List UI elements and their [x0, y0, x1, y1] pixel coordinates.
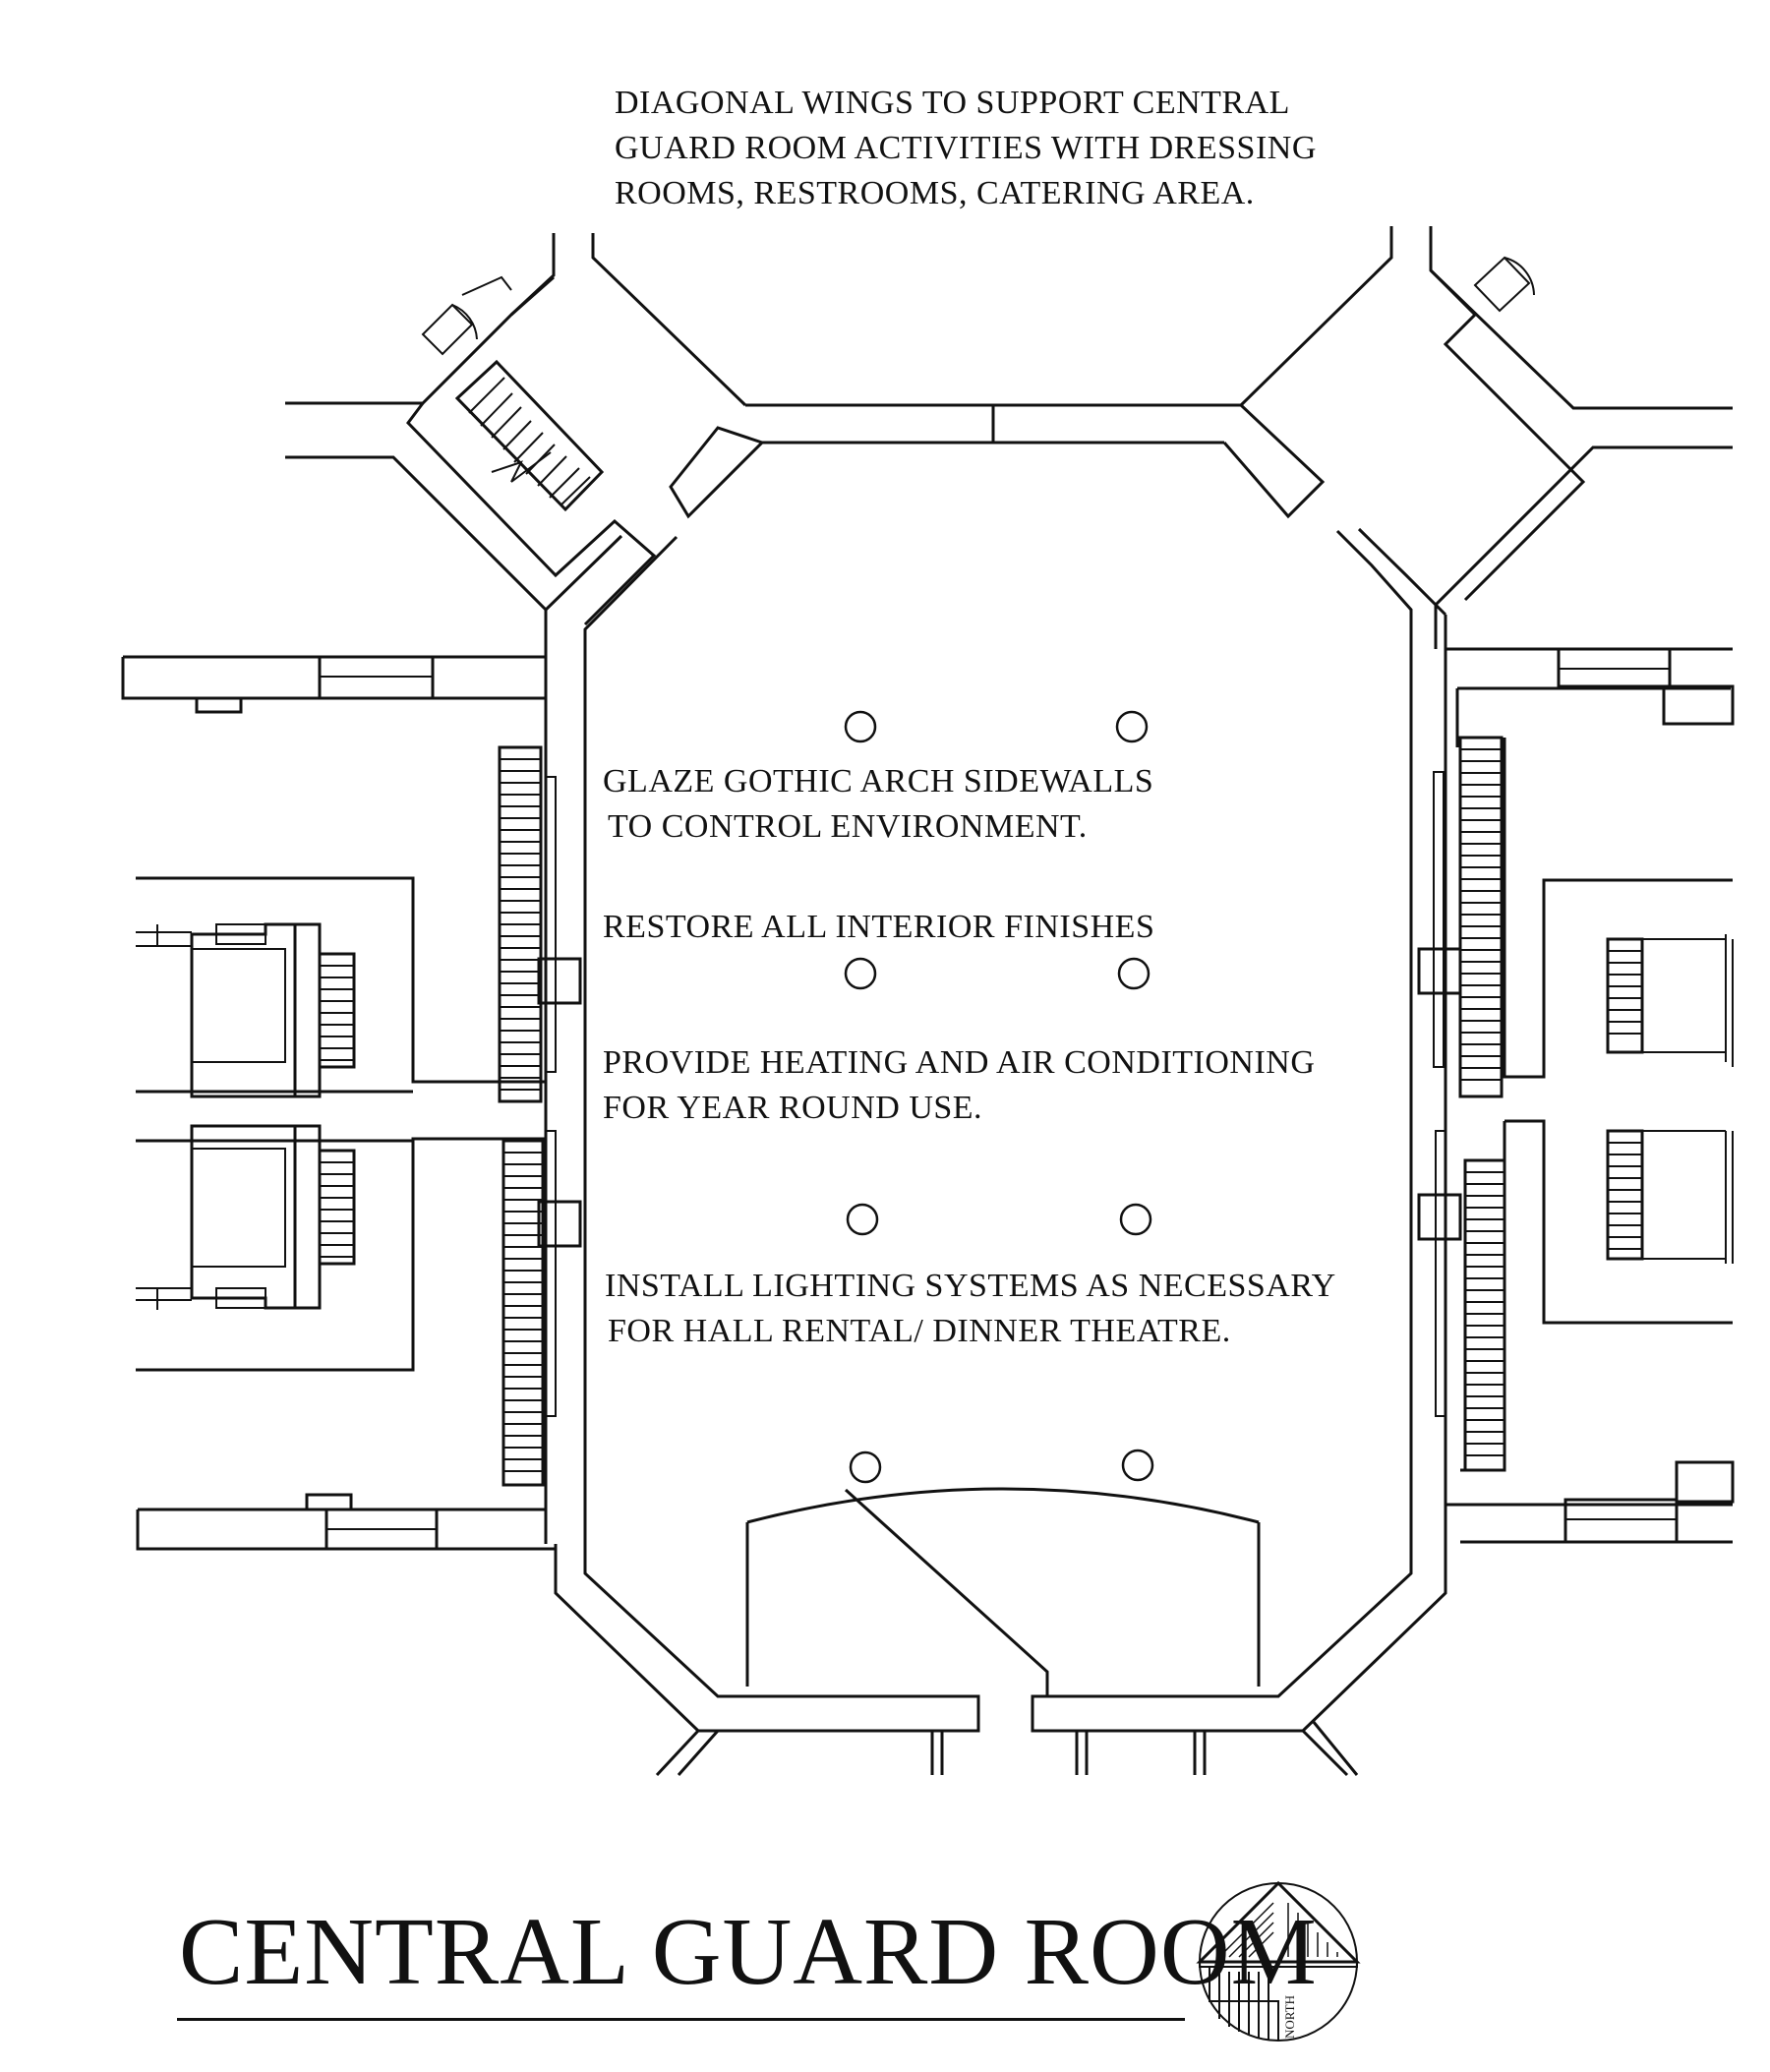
note-line: FOR YEAR ROUND USE.: [603, 1090, 983, 1126]
west-room-upper-stair: [318, 952, 356, 1069]
east-upper-block: [1662, 684, 1735, 726]
bottom-left-legs: [655, 1729, 720, 1777]
stage-diagonal: [844, 1488, 1049, 1696]
east-room-lower-stair: [1606, 1129, 1644, 1261]
east-upper-beam: [1446, 647, 1733, 747]
west-room-upper-outline: [136, 876, 548, 1096]
note-hvac: PROVIDE HEATING AND AIR CONDITIONING FOR…: [603, 1040, 1315, 1131]
ne-wing-outer-wall: [1429, 226, 1733, 410]
note-restore-finishes: RESTORE ALL INTERIOR FINISHES: [603, 905, 1154, 950]
note-line: FOR HALL RENTAL/ DINNER THEATRE.: [608, 1313, 1231, 1349]
hall-columns: [844, 710, 1154, 1484]
bottom-posts: [930, 1731, 1207, 1775]
nw-stair-box: [454, 359, 605, 512]
note-lighting: INSTALL LIGHTING SYSTEMS AS NECESSARY FO…: [605, 1264, 1336, 1354]
east-column-block-top: [1417, 947, 1462, 995]
column-circle: [1115, 710, 1149, 743]
column-circle: [1117, 957, 1150, 990]
east-lower-window: [1564, 1498, 1679, 1544]
nw-door: [421, 275, 512, 356]
nw-wing-upper: [510, 275, 555, 317]
west-side: [121, 655, 582, 1551]
east-column-block-bottom: [1417, 1193, 1462, 1241]
ne-pier: [1222, 403, 1326, 519]
nw-stair-treads: [468, 377, 591, 506]
west-column-block-top: [537, 957, 582, 1005]
column-circle: [846, 1203, 879, 1236]
west-stair-column-top-treads: [500, 758, 541, 1091]
west-room-lower-outline: [136, 1137, 546, 1372]
west-hall-wall-b: [554, 1426, 980, 1733]
note-line: GUARD ROOM ACTIVITIES WITH DRESSING: [615, 130, 1317, 166]
nw-pier: [669, 426, 765, 519]
north-arrow-icon: NORTH: [1196, 1880, 1361, 2042]
note-line: DIAGONAL WINGS TO SUPPORT CENTRAL: [615, 85, 1290, 121]
west-lower-tab: [305, 1493, 353, 1511]
ne-door: [1473, 256, 1535, 313]
north-label: NORTH: [1282, 1995, 1297, 2039]
ne-corridor-wall: [1239, 226, 1393, 407]
note-line: PROVIDE HEATING AND AIR CONDITIONING: [603, 1044, 1316, 1081]
drawing-title: CENTRAL GUARD ROOM: [179, 1899, 1318, 2005]
west-room-lower-stair: [318, 1149, 356, 1266]
ne-wing: [1429, 226, 1733, 649]
stage: [745, 1487, 1261, 1696]
west-stair-column-bottom-treads: [503, 1152, 543, 1472]
west-upper-tab: [195, 696, 243, 714]
nw-wing: [285, 233, 657, 654]
nw-wing-lower-wall: [285, 455, 548, 654]
west-stair-column-bottom: [502, 1139, 545, 1487]
west-room-upper: [190, 922, 297, 1098]
note-line: ROOMS, RESTROOMS, CATERING AREA.: [615, 175, 1255, 211]
east-hall-wall-a: [1031, 615, 1447, 1733]
nw-inner-diag: [583, 535, 678, 1428]
west-column-block-bottom: [537, 1200, 582, 1248]
ne-wing-lower-wall: [1434, 445, 1733, 649]
note-line: INSTALL LIGHTING SYSTEMS AS NECESSARY: [605, 1268, 1336, 1304]
east-lower-block: [1675, 1460, 1735, 1504]
east-room-upper-stair: [1606, 937, 1644, 1054]
title-underline: [177, 2018, 1185, 2021]
east-stair-column-top: [1458, 736, 1504, 1098]
ne-inner-diag-2: [1357, 527, 1447, 617]
ne-inner-diag: [1335, 529, 1413, 1426]
note-line: RESTORE ALL INTERIOR FINISHES: [603, 909, 1155, 945]
nw-corridor-wall: [591, 233, 747, 407]
nw-wing-room: [406, 402, 657, 626]
ne-wing-room: [1429, 268, 1586, 602]
east-room-outline: [1460, 738, 1733, 1507]
central-hall-walls: [544, 226, 1447, 1777]
west-room-lower: [190, 1124, 297, 1310]
east-side: [1417, 647, 1735, 1544]
column-circle: [844, 710, 877, 743]
note-glaze-sidewalls: GLAZE GOTHIC ARCH SIDEWALLS TO CONTROL E…: [603, 759, 1153, 850]
note-line: GLAZE GOTHIC ARCH SIDEWALLS: [603, 763, 1154, 799]
east-lower-beam: [1446, 1503, 1733, 1544]
column-circle: [1119, 1203, 1152, 1236]
note-line: TO CONTROL ENVIRONMENT.: [608, 808, 1088, 845]
bottom-right-legs: [1301, 1720, 1359, 1777]
note-diagonal-wings: DIAGONAL WINGS TO SUPPORT CENTRAL GUARD …: [615, 81, 1317, 216]
column-circle: [1121, 1449, 1154, 1482]
stage-arc: [746, 1487, 1260, 1524]
column-circle: [849, 1450, 882, 1484]
column-circle: [844, 957, 877, 990]
